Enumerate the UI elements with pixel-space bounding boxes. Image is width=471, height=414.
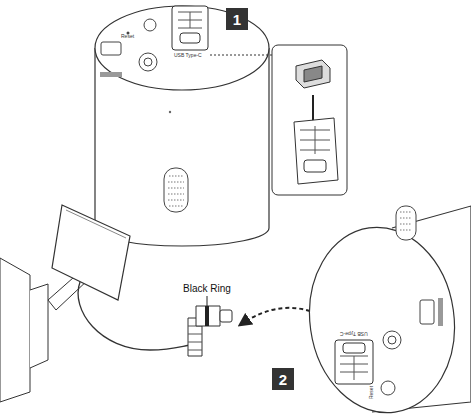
power-button [144,19,156,31]
solar-panel [52,205,130,300]
plug-face [304,66,322,82]
panel-edge [66,210,126,238]
callout-number: 1 [233,12,241,27]
leader-line [207,296,208,306]
port-ribs [300,126,330,154]
sensor-window [420,300,434,324]
usb-port [180,33,200,43]
bracket-base [30,284,48,368]
speaker-grille [396,206,416,240]
mount-hole [139,53,157,71]
camera-top [298,218,466,414]
rubber-plug [296,60,330,88]
sensor-window [101,42,121,55]
plug-ribs [188,326,202,350]
cable [78,282,192,350]
camera-top [95,6,269,90]
callout-box [272,368,294,390]
power-button [381,381,395,395]
callout-box [226,8,248,30]
port-cover [294,118,338,184]
usb-port [343,343,365,353]
usb-port [304,160,326,172]
mount-hole-inner [144,58,152,66]
grille-dots [168,176,184,206]
usb-c-tip [220,310,232,322]
part-label: USB Type-C [174,53,202,58]
part-label: USB Type-C [340,331,368,336]
grille-dots [400,212,412,230]
part-label: Black Ring [183,284,231,294]
part-label: Reset [121,34,134,39]
logo-mark [438,298,443,326]
port-ribs [178,12,202,28]
wall-bracket [0,258,30,402]
inset-frame [272,45,347,195]
speaker-grille [164,168,188,212]
port-ribs [340,356,368,380]
mic-hole [169,111,171,113]
plug-head [196,306,220,326]
part-label: Reset [370,385,375,398]
black-ring [205,306,209,326]
mount-hole [383,331,401,349]
mount-hole-inner [388,336,396,344]
port-cover [335,340,373,384]
leader-line [210,55,272,56]
port-cover [172,6,208,50]
logo-mark [100,72,122,77]
callout-number: 2 [279,372,287,387]
